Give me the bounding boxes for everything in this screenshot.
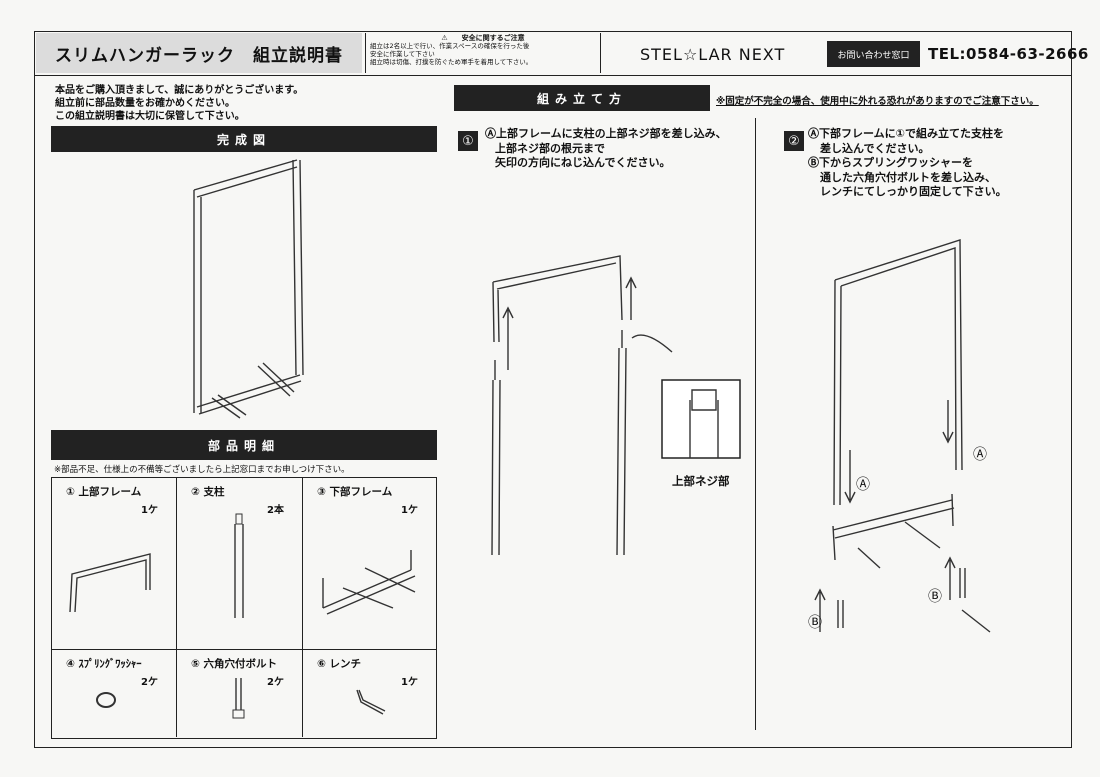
brand-name: STEL☆LAR NEXT bbox=[640, 45, 786, 64]
intro-text: 本品をご購入頂きまして、誠にありがとうございます。 組立前に部品数量をお確かめく… bbox=[55, 84, 303, 123]
step1-badge: ① bbox=[458, 131, 478, 151]
part-cell: ④ ｽﾌﾟﾘﾝｸﾞﾜｯｼｬｰ 2ケ bbox=[52, 650, 177, 737]
assembly-note: ※固定が不完全の場合、使用中に外れる恐れがありますのでご注意下さい。 bbox=[716, 96, 1039, 107]
part-cell: ③ 下部フレーム 1ケ bbox=[303, 478, 436, 650]
part-name: ④ ｽﾌﾟﾘﾝｸﾞﾜｯｼｬｰ bbox=[66, 658, 142, 670]
completed-heading: 完成図 bbox=[51, 126, 437, 152]
hex-bolt-icon bbox=[232, 678, 245, 719]
caution-line: 安全に作業して下さい bbox=[370, 50, 435, 58]
safety-caution: ⚠ 安全に関するご注意 組立は2名以上で行い、作業スペースの確保を行った後 安全… bbox=[365, 33, 601, 73]
intro-line: 組立前に部品数量をお確かめください。 bbox=[55, 98, 235, 109]
caution-line: 組立は2名以上で行い、作業スペースの確保を行った後 bbox=[370, 42, 530, 50]
part-name: ③ 下部フレーム bbox=[317, 486, 393, 498]
part-cell: ⑥ レンチ 1ケ bbox=[303, 650, 436, 737]
part-qty: 2本 bbox=[267, 505, 284, 516]
intro-line: この組立説明書は大切に保管して下さい。 bbox=[55, 111, 245, 122]
mark-a: Ⓐ bbox=[973, 447, 987, 463]
step-line: 矢印の方向にねじ込んでください。 bbox=[495, 156, 671, 169]
caution-line: 組立時は切傷、打撲を防ぐため軍手を着用して下さい。 bbox=[370, 58, 533, 66]
phone-number: TEL:0584-63-2666 bbox=[928, 45, 1089, 63]
part-qty: 1ケ bbox=[141, 505, 158, 516]
part-name: ② 支柱 bbox=[191, 486, 225, 498]
parts-heading: 部品明細 bbox=[51, 430, 437, 460]
pole-icon bbox=[234, 513, 244, 618]
step-line: Ⓑ下からスプリングワッシャーを bbox=[808, 156, 973, 169]
spring-washer-icon bbox=[96, 692, 116, 708]
page-frame bbox=[34, 31, 1072, 748]
document-title: スリムハンガーラック 組立説明書 bbox=[36, 33, 362, 73]
part-cell: ① 上部フレーム 1ケ bbox=[52, 478, 177, 650]
mark-b: Ⓑ bbox=[808, 615, 822, 631]
intro-line: 本品をご購入頂きまして、誠にありがとうございます。 bbox=[55, 85, 304, 96]
upper-frame-icon bbox=[69, 553, 151, 613]
contact-label: お問い合わせ窓口 bbox=[827, 41, 920, 67]
part-qty: 2ケ bbox=[267, 677, 284, 688]
header-bar bbox=[34, 31, 1072, 76]
step-line: 差し込んでください。 bbox=[820, 141, 930, 155]
part-cell: ② 支柱 2本 bbox=[177, 478, 303, 650]
column-divider bbox=[755, 118, 756, 730]
part-name: ① 上部フレーム bbox=[66, 486, 142, 498]
mark-a: Ⓐ bbox=[856, 477, 870, 493]
step-line: Ⓐ上部フレームに支柱の上部ネジ部を差し込み、 bbox=[485, 127, 727, 140]
part-qty: 2ケ bbox=[141, 677, 158, 688]
assembly-heading: 組み立て方 bbox=[454, 85, 710, 111]
step2-badge: ② bbox=[784, 131, 804, 151]
part-qty: 1ケ bbox=[401, 677, 418, 688]
callout-label: 上部ネジ部 bbox=[672, 474, 730, 488]
step2-text: Ⓐ下部フレームに①で組み立てた支柱を 差し込んでください。 Ⓑ下からスプリングワ… bbox=[808, 127, 1007, 200]
lower-frame-icon bbox=[322, 550, 416, 615]
step1-text: Ⓐ上部フレームに支柱の上部ネジ部を差し込み、 上部ネジ部の根元まで 矢印の方向に… bbox=[485, 127, 727, 171]
part-name: ⑤ 六角穴付ボルト bbox=[191, 658, 278, 670]
mark-b: Ⓑ bbox=[928, 589, 942, 605]
parts-note: ※部品不足、仕様上の不備等ございましたら上記窓口までお申しつけ下さい。 bbox=[54, 465, 350, 475]
parts-table: ① 上部フレーム 1ケ ② 支柱 2本 ③ 下部フレーム 1ケ ④ ｽﾌﾟﾘﾝｸ… bbox=[51, 477, 437, 739]
step-line: 上部ネジ部の根元まで bbox=[495, 141, 605, 155]
part-cell: ⑤ 六角穴付ボルト 2ケ bbox=[177, 650, 303, 737]
step-line: Ⓐ下部フレームに①で組み立てた支柱を bbox=[808, 127, 1004, 140]
part-name: ⑥ レンチ bbox=[317, 658, 362, 670]
step-line: レンチにてしっかり固定して下さい。 bbox=[820, 185, 1007, 198]
step-line: 通した六角穴付ボルトを差し込み、 bbox=[820, 170, 996, 184]
wrench-icon bbox=[356, 689, 386, 715]
caution-title: ⚠ 安全に関するご注意 bbox=[441, 34, 525, 42]
part-qty: 1ケ bbox=[401, 505, 418, 516]
